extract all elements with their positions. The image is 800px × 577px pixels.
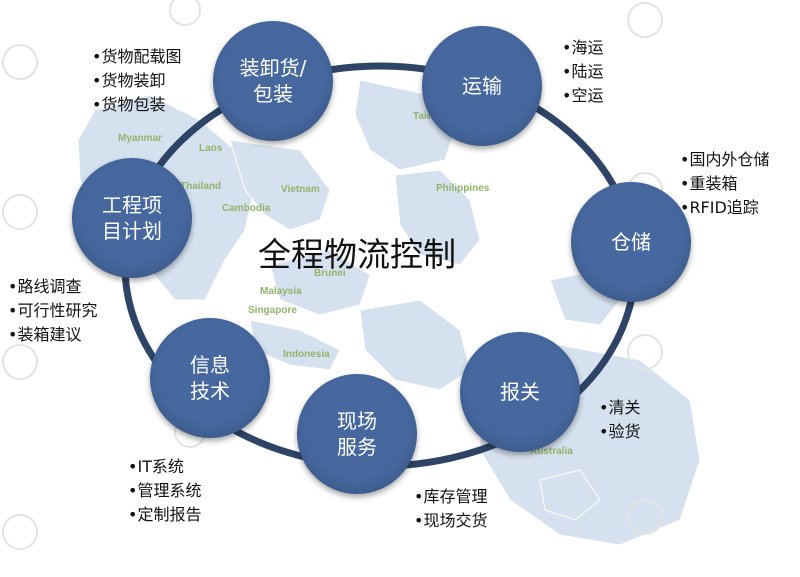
list-item: 定制报告 (128, 503, 201, 527)
list-item: 管理系统 (128, 479, 201, 503)
map-label-australia: Australia (530, 446, 573, 457)
list-item: 验货 (599, 420, 640, 444)
list-item: 海运 (562, 36, 603, 60)
node-label: 信息 技术 (190, 353, 230, 403)
node-onsite-service[interactable]: 现场 服务 (297, 374, 417, 494)
list-storage: 国内外仓储 重装箱 RFID追踪 (680, 148, 769, 220)
list-item: 货物配载图 (92, 45, 181, 69)
list-item: IT系统 (128, 455, 201, 479)
list-onsite-service: 库存管理 现场交货 (414, 485, 487, 533)
list-item: 货物装卸 (92, 69, 181, 93)
list-item: 陆运 (562, 60, 603, 84)
list-item: 空运 (562, 84, 603, 108)
map-label-laos: Laos (199, 143, 223, 154)
node-label: 工程项 目计划 (102, 193, 162, 243)
list-item: 清关 (599, 396, 640, 420)
map-label-cambodia: Cambodia (222, 203, 271, 214)
node-label: 报关 (500, 380, 540, 404)
list-item: 路线调查 (8, 275, 97, 299)
node-transport[interactable]: 运输 (422, 26, 542, 146)
map-label-brunei: Brunei (314, 268, 346, 279)
center-title: 全程物流控制 (258, 235, 456, 274)
list-project-planning: 路线调查 可行性研究 装箱建议 (8, 275, 97, 347)
map-label-indonesia: Indonesia (283, 349, 330, 360)
list-it: IT系统 管理系统 定制报告 (128, 455, 201, 527)
map-label-philippines: Philippines (436, 183, 490, 194)
list-item: 现场交货 (414, 509, 487, 533)
node-it[interactable]: 信息 技术 (150, 318, 270, 438)
list-item: 库存管理 (414, 485, 487, 509)
node-storage[interactable]: 仓储 (571, 182, 691, 302)
node-label: 仓储 (611, 230, 651, 254)
node-loading-packaging[interactable]: 装卸货/ 包装 (213, 21, 333, 141)
node-label: 现场 服务 (337, 409, 377, 459)
map-label-vietnam: Vietnam (281, 184, 320, 195)
list-customs: 清关 验货 (599, 396, 640, 444)
list-loading-packaging: 货物配载图 货物装卸 货物包装 (92, 45, 181, 117)
node-label: 装卸货/ 包装 (239, 56, 307, 106)
list-item: 可行性研究 (8, 299, 97, 323)
list-transport: 海运 陆运 空运 (562, 36, 603, 108)
node-project-planning[interactable]: 工程项 目计划 (72, 158, 192, 278)
list-item: 装箱建议 (8, 323, 97, 347)
node-label: 运输 (462, 74, 502, 98)
map-label-malaysia: Malaysia (260, 286, 302, 297)
map-label-myanmar: Myanmar (118, 133, 162, 144)
list-item: RFID追踪 (680, 196, 769, 220)
map-label-singapore: Singapore (248, 305, 297, 316)
list-item: 货物包装 (92, 93, 181, 117)
map-label-thailand: Thailand (180, 181, 222, 192)
node-customs[interactable]: 报关 (460, 332, 580, 452)
list-item: 重装箱 (680, 172, 769, 196)
list-item: 国内外仓储 (680, 148, 769, 172)
